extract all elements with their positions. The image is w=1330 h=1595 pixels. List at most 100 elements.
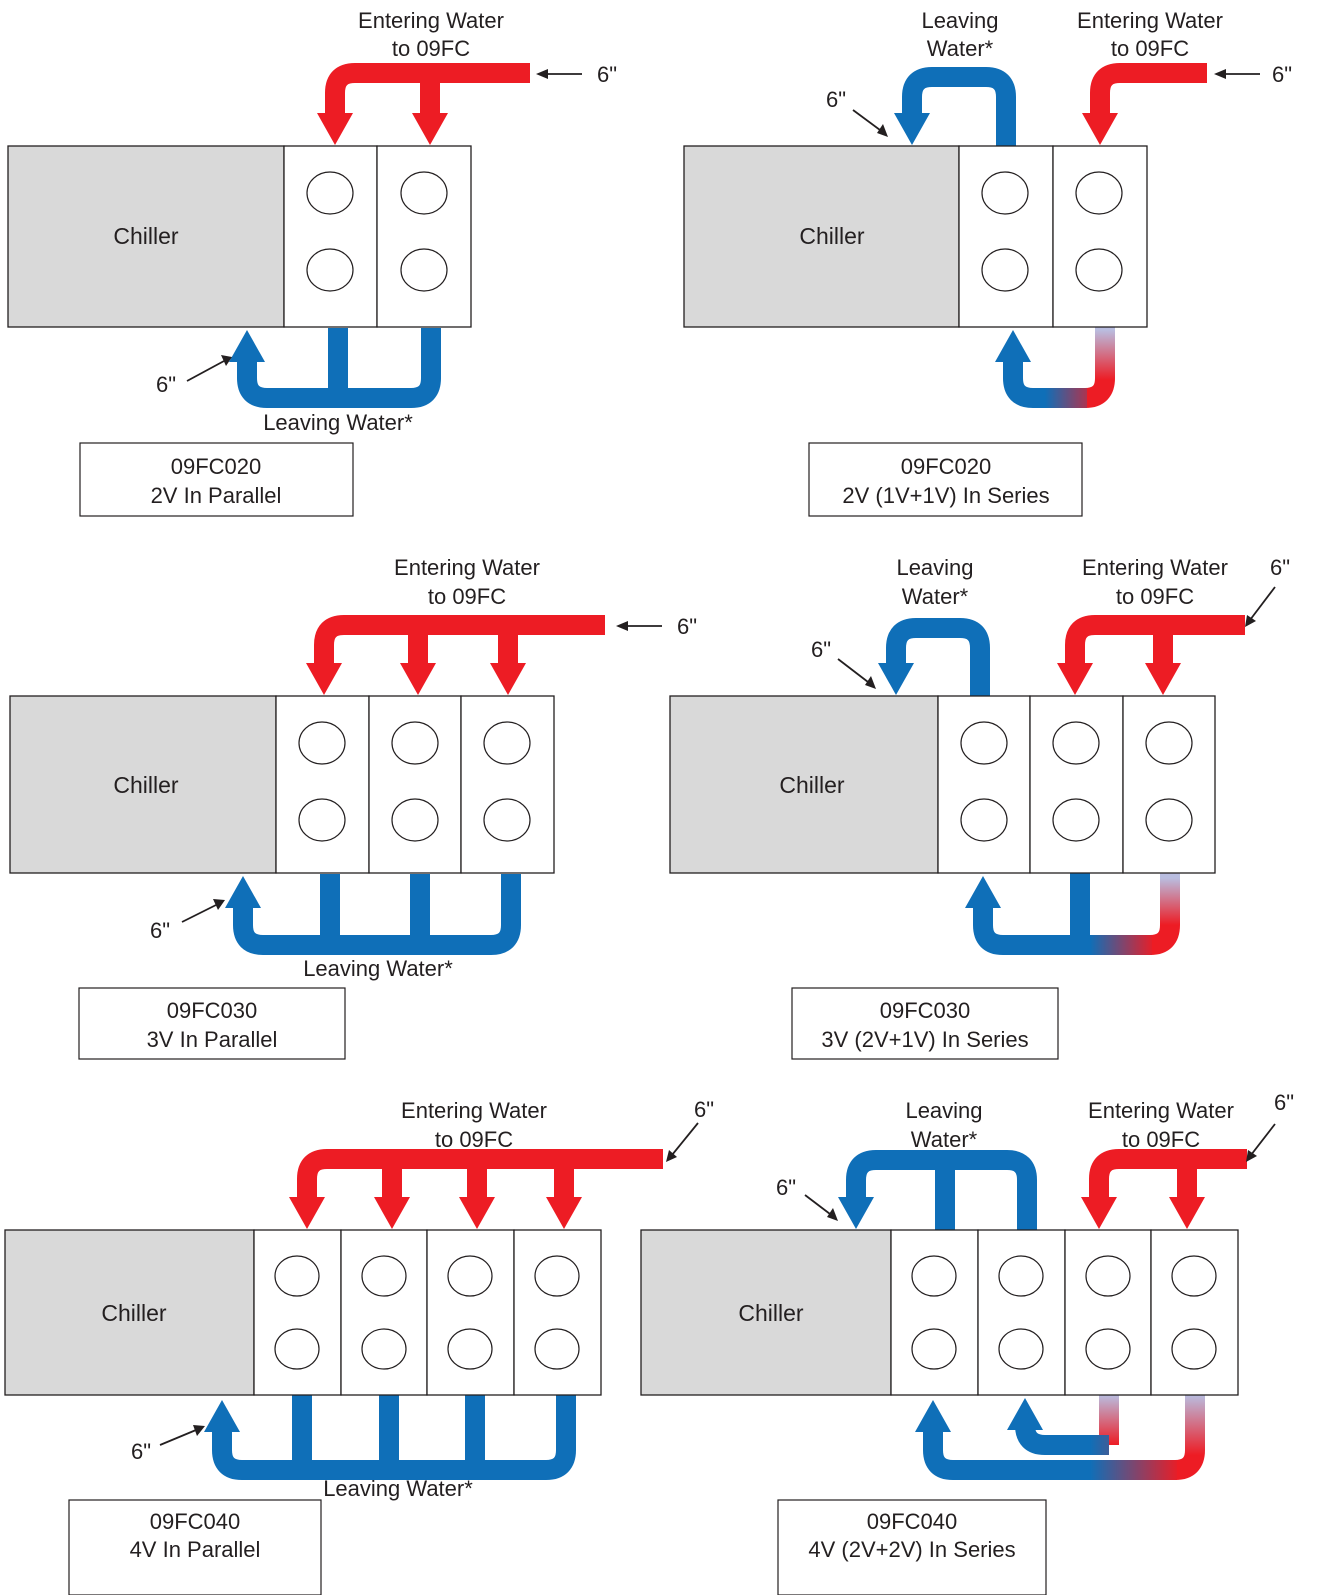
- entering-dimension-pointer: [536, 69, 582, 79]
- fan-module: [1029, 695, 1124, 874]
- leaving-water-label: Leaving Water*: [323, 1476, 473, 1501]
- entering-water-label: to 09FC: [392, 36, 470, 61]
- series-crossover-piping: [995, 327, 1115, 408]
- series-crossover-piping: [965, 873, 1180, 955]
- fan-circle: [1171, 1328, 1217, 1370]
- fan-circle: [1171, 1255, 1217, 1297]
- flow-arrowhead: [1007, 1398, 1043, 1430]
- entering-water-piping: [289, 1149, 663, 1229]
- model-caption: 09FC040: [150, 1509, 241, 1534]
- fan-module: [253, 1229, 342, 1396]
- fan-circle: [911, 1328, 957, 1370]
- flow-arrowhead: [317, 113, 353, 145]
- leaving-water-label: Leaving Water*: [303, 956, 453, 981]
- leaving-water-piping: [225, 874, 521, 955]
- series-crossover-piping: [915, 1395, 1205, 1480]
- fan-circle: [1085, 1328, 1131, 1370]
- model-caption: 3V In Parallel: [147, 1027, 278, 1052]
- config-09fc020-parallel: Chiller Entering Water to 09FC 6" 6" Lea…: [7, 8, 617, 517]
- flow-arrowhead: [915, 1400, 951, 1432]
- fan-circle: [483, 798, 531, 842]
- fan-module: [958, 145, 1054, 328]
- entering-dimension-pointer: [1214, 69, 1260, 79]
- fan-module: [376, 145, 472, 328]
- fan-module: [460, 695, 555, 874]
- pipe-size-label: 6": [597, 62, 617, 87]
- fan-circle: [400, 248, 448, 292]
- leaving-water-label: Water*: [902, 584, 969, 609]
- flow-arrowhead: [412, 113, 448, 145]
- leaving-dimension-pointer: [837, 658, 876, 689]
- config-09fc040-parallel: Chiller Entering Water to 09FC 6": [4, 1097, 714, 1595]
- entering-water-label: to 09FC: [1111, 36, 1189, 61]
- leaving-dimension-pointer: [852, 109, 888, 137]
- fan-circle: [447, 1328, 493, 1370]
- model-caption-box: [777, 1499, 1047, 1595]
- leaving-dimension-pointer: [181, 899, 225, 923]
- leaving-water-piping: [229, 328, 441, 408]
- model-caption: 2V (1V+1V) In Series: [842, 483, 1049, 508]
- fan-circle: [361, 1328, 407, 1370]
- model-caption: 2V In Parallel: [151, 483, 282, 508]
- fan-circle: [1075, 171, 1123, 215]
- fan-circle: [447, 1255, 493, 1297]
- entering-water-label: Entering Water: [1082, 555, 1228, 580]
- entering-water-label: Entering Water: [358, 8, 504, 33]
- flow-arrowhead: [546, 1197, 582, 1229]
- entering-water-label: Entering Water: [1088, 1098, 1234, 1123]
- pipe-size-label: 6": [1270, 555, 1290, 580]
- entering-dimension-pointer: [1246, 1123, 1276, 1162]
- fan-circle: [998, 1255, 1044, 1297]
- model-caption: 09FC020: [171, 454, 262, 479]
- flow-arrowhead: [289, 1197, 325, 1229]
- pipe-size-label: 6": [826, 87, 846, 112]
- model-caption-box: [68, 1499, 322, 1595]
- leaving-water-label: Water*: [927, 36, 994, 61]
- fan-circle: [534, 1328, 580, 1370]
- entering-water-label: Entering Water: [401, 1098, 547, 1123]
- leaving-water-piping: [204, 1395, 576, 1480]
- config-09fc030-series: Chiller Entering Water to 09FC Leaving W…: [669, 555, 1290, 1060]
- leaving-dimension-pointer: [186, 355, 232, 382]
- fan-circle: [306, 171, 354, 215]
- model-caption-box: [78, 987, 346, 1060]
- flow-arrowhead: [894, 113, 930, 145]
- config-09fc030-parallel: Chiller Entering Water to 09FC 6" 6" Le: [9, 555, 697, 1060]
- fan-circle: [274, 1328, 320, 1370]
- model-caption: 4V In Parallel: [130, 1537, 261, 1562]
- flow-arrowhead: [306, 663, 342, 695]
- flow-arrowhead: [374, 1197, 410, 1229]
- fan-circle: [981, 248, 1029, 292]
- chiller-label: Chiller: [101, 1300, 167, 1326]
- model-caption: 4V (2V+2V) In Series: [808, 1537, 1015, 1562]
- fan-circle: [960, 798, 1008, 842]
- model-caption: 09FC030: [167, 998, 258, 1023]
- chiller-unit: [7, 145, 285, 328]
- entering-water-piping: [306, 615, 605, 695]
- fan-circle: [298, 798, 346, 842]
- pipe-size-label: 6": [677, 614, 697, 639]
- flow-arrowhead: [1082, 113, 1118, 145]
- leaving-dimension-pointer: [159, 1425, 205, 1446]
- model-caption-box: [808, 442, 1083, 517]
- fan-circle: [400, 171, 448, 215]
- model-caption: 3V (2V+1V) In Series: [821, 1027, 1028, 1052]
- leaving-water-label: Leaving: [905, 1098, 982, 1123]
- fan-circle: [1145, 721, 1193, 765]
- pipe-size-label: 6": [811, 637, 831, 662]
- fan-circle: [306, 248, 354, 292]
- leaving-water-piping: [878, 618, 990, 696]
- fan-module: [340, 1229, 428, 1396]
- chiller-unit: [640, 1229, 892, 1396]
- fan-module: [977, 1229, 1066, 1396]
- model-caption: 09FC030: [880, 998, 971, 1023]
- pipe-size-label: 6": [694, 1097, 714, 1122]
- chiller-unit: [4, 1229, 255, 1396]
- fan-circle: [391, 798, 439, 842]
- flow-arrowhead: [878, 663, 914, 695]
- fan-circle: [1052, 721, 1100, 765]
- model-caption-box: [791, 987, 1059, 1060]
- fan-circle: [361, 1255, 407, 1297]
- flow-arrowhead: [1169, 1197, 1205, 1229]
